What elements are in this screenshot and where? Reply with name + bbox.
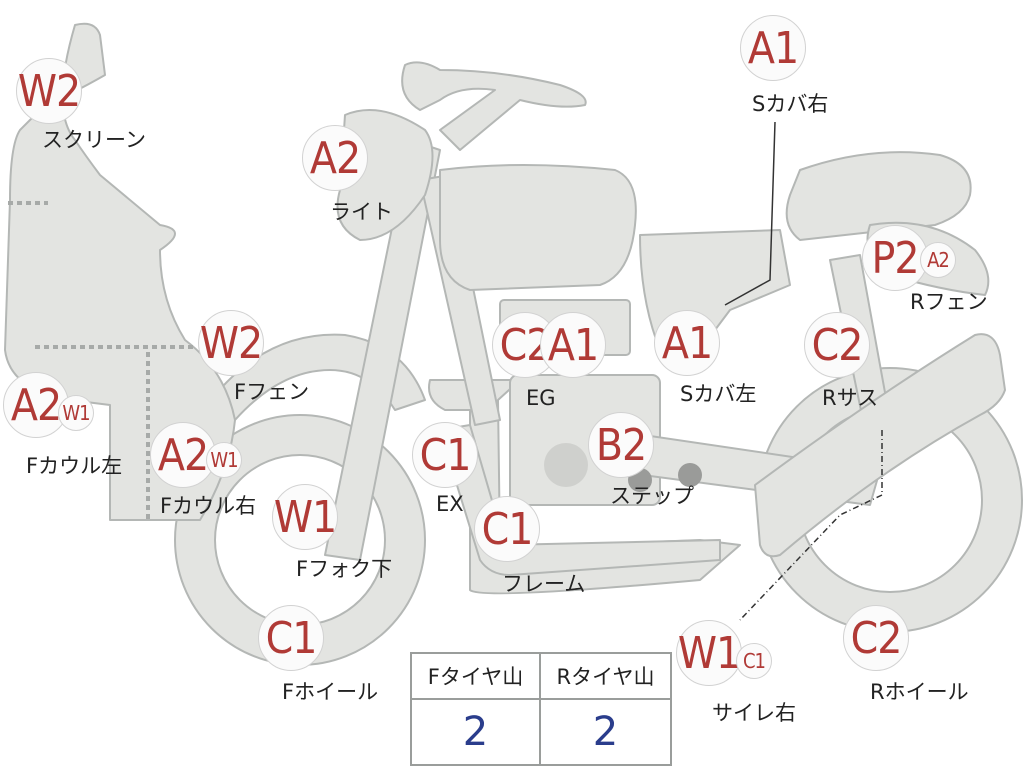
- f-fork-lower-badge[interactable]: W1: [272, 484, 338, 550]
- step-badge[interactable]: B2: [588, 412, 654, 478]
- light-badge[interactable]: A2: [302, 125, 368, 191]
- light-label: ライト: [330, 200, 393, 224]
- f-wheel-label: Fホイール: [282, 680, 379, 704]
- f-fender-label: Fフェン: [234, 380, 310, 404]
- fuel-tank-shape: [439, 164, 637, 291]
- f-fork-lower-label: Fフォク下: [296, 557, 393, 581]
- s-cover-left-label: Sカバ左: [680, 382, 757, 406]
- muffler-right-badge-2[interactable]: C1: [736, 643, 772, 679]
- exhaust-badge[interactable]: C1: [412, 422, 478, 488]
- screen-badge[interactable]: W2: [16, 58, 82, 124]
- f-cowl-right-label: Fカウル右: [160, 494, 257, 518]
- muffler-shape: [754, 333, 1006, 558]
- muffler-right-badge-1[interactable]: W1: [676, 620, 742, 686]
- frame-badge[interactable]: C1: [474, 496, 540, 562]
- r-suspension-label: Rサス: [822, 386, 879, 410]
- screen-label: スクリーン: [42, 128, 146, 152]
- front-tire-tread-header: Fタイヤ山: [412, 654, 541, 700]
- tire-tread-table: Fタイヤ山 Rタイヤ山 2 2: [410, 652, 672, 766]
- f-wheel-badge[interactable]: C1: [258, 605, 324, 671]
- r-fender-badge-1[interactable]: P2: [862, 225, 928, 291]
- f-cowl-left-badge-1[interactable]: A2: [3, 372, 69, 438]
- frame-label: フレーム: [502, 572, 586, 596]
- engine-cover-shape: [544, 443, 588, 487]
- s-cover-left-badge[interactable]: A1: [654, 310, 720, 376]
- step-peg-2-shape: [678, 463, 702, 487]
- r-wheel-badge[interactable]: C2: [843, 605, 909, 671]
- front-tire-tread-value[interactable]: 2: [412, 700, 541, 764]
- exhaust-label: EX: [436, 492, 464, 516]
- s-cover-right-badge[interactable]: A1: [740, 15, 806, 81]
- r-wheel-label: Rホイール: [870, 680, 969, 704]
- rear-tire-tread-value[interactable]: 2: [592, 709, 619, 755]
- rear-tire-tread-header: Rタイヤ山: [541, 654, 670, 700]
- r-fender-label: Rフェン: [910, 290, 988, 314]
- seat-shape: [785, 151, 972, 241]
- engine-label: EG: [526, 386, 556, 410]
- s-cover-right-label: Sカバ右: [752, 92, 829, 116]
- engine-badge-2[interactable]: A1: [540, 312, 606, 378]
- r-suspension-badge[interactable]: C2: [804, 312, 870, 378]
- f-cowl-right-badge-1[interactable]: A2: [150, 422, 216, 488]
- handlebar-shape: [401, 61, 587, 151]
- f-cowl-left-label: Fカウル左: [26, 454, 123, 478]
- f-fender-badge[interactable]: W2: [198, 310, 264, 376]
- r-fender-badge-2[interactable]: A2: [920, 242, 956, 278]
- muffler-right-label: サイレ右: [712, 701, 796, 725]
- step-label: ステップ: [610, 484, 694, 508]
- f-cowl-right-badge-2[interactable]: W1: [206, 442, 242, 478]
- f-cowl-left-badge-2[interactable]: W1: [58, 395, 94, 431]
